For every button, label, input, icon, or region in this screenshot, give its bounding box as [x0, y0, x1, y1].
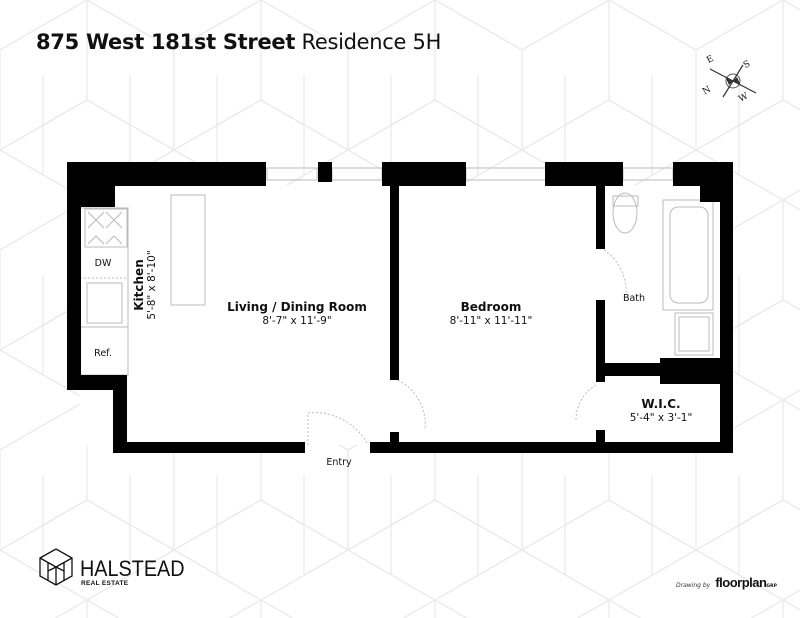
dishwasher-label: DW — [94, 258, 112, 269]
entry-label: Entry — [326, 457, 352, 468]
sink — [86, 282, 123, 324]
room-label-bedroom: Bedroom 8'-11" x 11'-11" — [450, 300, 533, 328]
wic-door-swing — [575, 384, 597, 421]
room-label-living: Living / Dining Room 8'-7" x 11'-9" — [227, 300, 367, 328]
room-dims: 5'-4" x 3'-1" — [629, 412, 693, 424]
drawing-credit: Drawing by floorplanGRP — [676, 572, 777, 591]
room-name: Kitchen — [132, 259, 146, 311]
refrigerator-label: Ref. — [94, 348, 112, 359]
credit-prefix: Drawing by — [676, 582, 711, 589]
bath-door-swing — [603, 249, 627, 296]
compass-icon — [709, 64, 757, 98]
room-name: W.I.C. — [641, 397, 681, 411]
window-4 — [622, 167, 674, 181]
window-1 — [266, 167, 318, 181]
stove — [84, 208, 128, 248]
kitchen-island — [170, 194, 206, 306]
room-label-kitchen: Kitchen 5'-8" x 8'-10" — [132, 250, 159, 320]
room-name: Bedroom — [460, 300, 522, 314]
window-3 — [465, 167, 547, 181]
window-2 — [331, 167, 383, 181]
room-dims: 8'-11" x 11'-11" — [449, 315, 533, 327]
bath-sink — [674, 312, 714, 356]
floor-area — [80, 185, 720, 445]
room-label-wic: W.I.C. 5'-4" x 3'-1" — [630, 397, 693, 425]
page-title: 875 West 181st Street Residence 5H — [36, 30, 442, 54]
fixtures — [79, 167, 714, 446]
room-dims: 5'-8" x 8'-10" — [146, 250, 158, 320]
room-label-bath: Bath — [622, 293, 646, 304]
bathtub — [662, 199, 714, 311]
walls — [67, 162, 733, 453]
brand-subtitle: REAL ESTATE — [81, 580, 129, 587]
bedroom-door-swing — [397, 379, 426, 431]
credit-suffix: GRP — [766, 584, 777, 589]
room-name: Living / Dining Room — [227, 300, 367, 314]
brand-name: HALSTEAD — [80, 556, 185, 581]
credit-brand: floorplan — [715, 575, 767, 590]
halstead-logo-icon — [39, 548, 73, 586]
entry-door-swing — [307, 412, 369, 446]
toilet — [612, 192, 638, 234]
room-dims: 8'-7" x 11'-9" — [262, 315, 332, 327]
compass-rose: E S N W — [695, 54, 765, 109]
